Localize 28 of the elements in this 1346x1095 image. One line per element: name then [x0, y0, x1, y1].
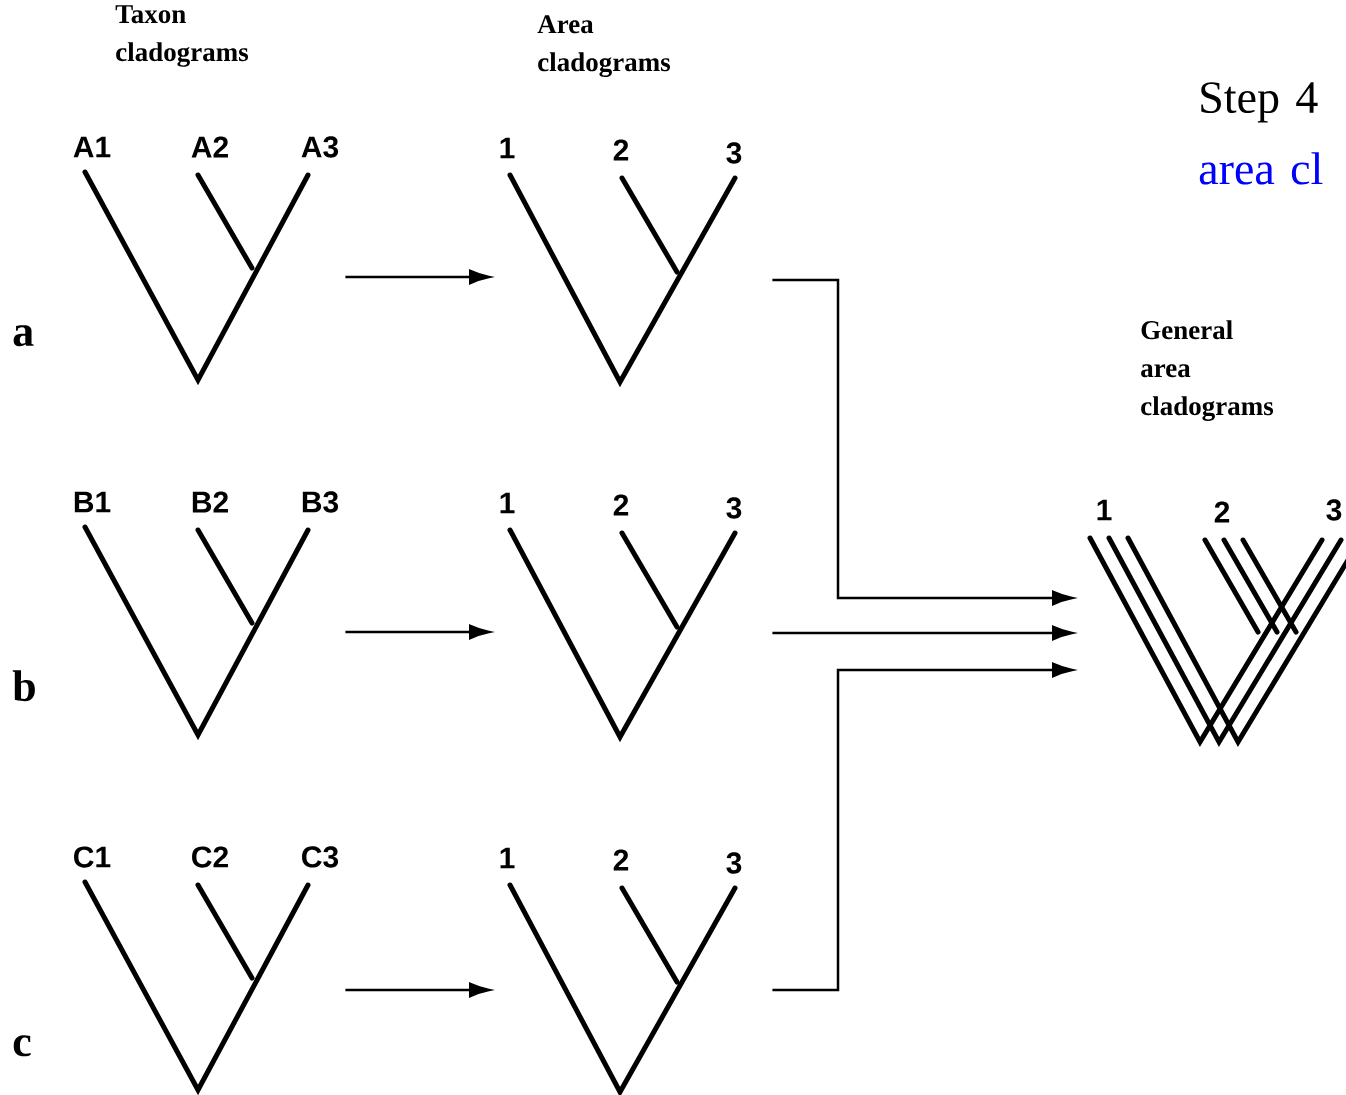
heading: General area cladograms — [1141, 320, 1274, 421]
heading: Taxon cladograms — [115, 5, 249, 67]
panel-letter: a — [13, 325, 34, 347]
tip-label: 3 — [726, 142, 742, 164]
tip-label: B3 — [302, 491, 339, 513]
tip-label: A3 — [301, 136, 339, 158]
tip-label: A2 — [191, 136, 228, 158]
tip-label: 1 — [500, 847, 515, 869]
panel-letter: c — [13, 1035, 31, 1057]
tip-label: 2 — [613, 849, 629, 871]
tip-label: 3 — [726, 852, 742, 874]
tip-label: 1 — [500, 492, 515, 514]
step-title: Step 4 — [1201, 82, 1318, 123]
tip-label: 2 — [1214, 501, 1230, 523]
tip-label: B1 — [74, 491, 111, 513]
tip-label: A1 — [73, 136, 111, 158]
heading: Area cladograms — [537, 15, 671, 77]
tip-label: 1 — [1097, 499, 1112, 521]
tip-label: B2 — [192, 491, 228, 513]
tip-label: 3 — [726, 497, 742, 519]
tip-label: C2 — [192, 846, 228, 868]
tip-label: 1 — [500, 137, 515, 159]
step-subtitle: area cl — [1199, 152, 1323, 185]
tip-label: 3 — [1326, 499, 1342, 521]
tip-label: 2 — [613, 494, 629, 516]
tip-label: C1 — [74, 846, 111, 868]
tip-label: C3 — [302, 846, 339, 868]
tip-label: 2 — [613, 139, 629, 161]
